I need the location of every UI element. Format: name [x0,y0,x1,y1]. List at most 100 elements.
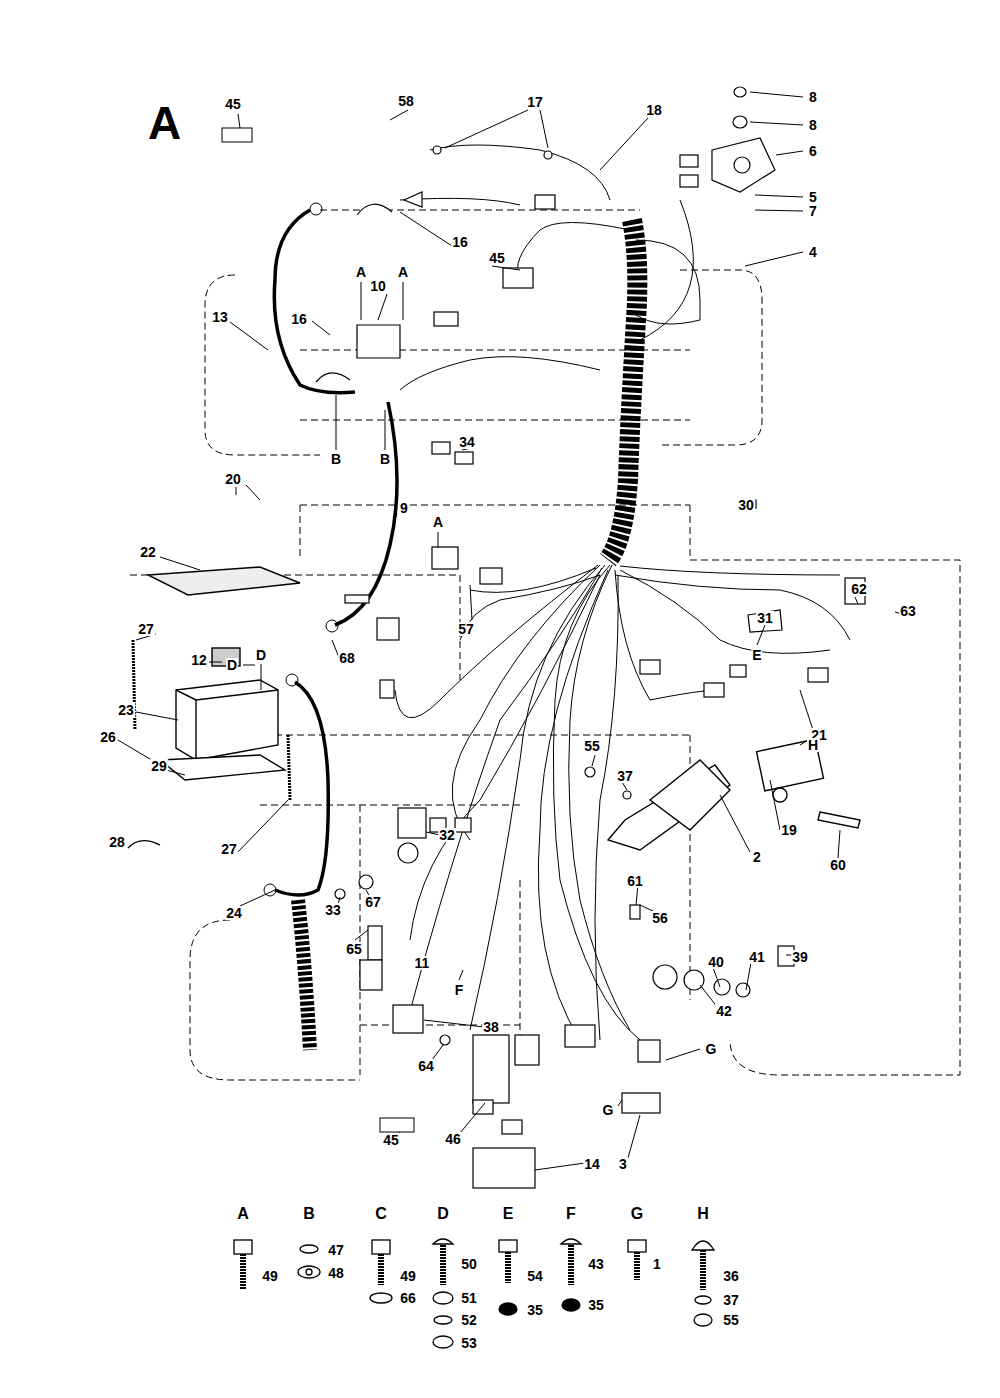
callout-number: 37 [722,1293,740,1307]
connector-plug [222,128,252,142]
callout-number: 57 [457,622,475,636]
reference-letter: E [502,1206,515,1222]
section-letter: A [148,100,181,146]
callout-number: 40 [707,955,725,969]
callout-number: 30 [737,498,755,512]
reference-letter: D [436,1206,450,1222]
components [316,87,865,1188]
callout-number: 6 [808,144,818,158]
callout-number: 19 [780,823,798,837]
harness-wires [395,145,850,1040]
reference-letter: F [454,983,465,997]
terminal-ring [310,203,322,215]
callout-number: 58 [397,94,415,108]
callout-number: 36 [722,1269,740,1283]
callout-number: 39 [791,950,809,964]
callout-number: 8 [808,90,818,104]
callout-number: 26 [99,730,117,744]
reference-letter: A [397,265,409,279]
terminal-ring [286,674,298,686]
reference-letter: B [379,452,391,466]
corrugated-tube [298,900,310,1050]
callout-number: 18 [645,103,663,117]
callout-number: 31 [756,611,774,625]
callout-number: 55 [583,739,601,753]
callout-number: 9 [399,501,409,515]
reference-letter: B [302,1206,316,1222]
attachment-markers [243,282,813,1106]
reference-letter: C [374,1206,388,1222]
callout-number: 45 [224,97,242,111]
callout-number: 52 [460,1313,478,1327]
callout-number: 38 [482,1020,500,1034]
callout-number: 11 [414,956,431,970]
callout-number: 27 [137,622,155,636]
callout-number: 17 [526,95,544,109]
callout-number: 24 [225,906,243,920]
callout-number: 65 [345,942,363,956]
reference-letter: A [236,1206,250,1222]
reference-letter: D [255,648,267,662]
callout-number: 10 [369,279,387,293]
reference-letter: A [355,265,367,279]
chassis-outline [130,210,960,1080]
fastener-legend [234,1239,714,1348]
callout-number: 16 [290,312,308,326]
linear-actuator [608,739,860,850]
callout-number: 2 [752,850,762,864]
connector-plug [380,1118,414,1132]
callout-number: 33 [324,903,342,917]
callout-number: 42 [715,1004,733,1018]
callout-number: 20 [224,472,242,486]
callout-number: 3 [618,1157,628,1171]
leader-lines [118,92,905,1170]
callout-number: 45 [488,251,506,265]
callout-number: 48 [327,1266,345,1280]
reference-letter: H [696,1206,710,1222]
callout-number: 49 [399,1269,417,1283]
callout-number: 8 [808,118,818,132]
callout-number: 22 [139,545,157,559]
callout-number: 54 [526,1269,544,1283]
callout-number: 34 [458,435,476,449]
callout-number: 29 [150,759,168,773]
callout-number: 45 [382,1133,400,1147]
reference-letter: A [432,515,444,529]
callout-number: 32 [438,828,456,842]
callout-number: 1 [652,1257,662,1271]
callout-number: 55 [722,1313,740,1327]
reference-letter: G [705,1042,718,1056]
callout-number: 28 [108,835,126,849]
callout-number: 50 [460,1257,478,1271]
callout-number: 4 [808,245,818,259]
callout-number: 16 [451,235,469,249]
reference-letter: G [630,1206,644,1222]
callout-number: 56 [651,911,669,925]
callout-number: 63 [899,604,917,618]
callout-number: 67 [364,895,382,909]
callout-number: 61 [626,874,644,888]
battery [128,567,300,848]
callout-number: 46 [444,1132,462,1146]
callout-number: 14 [583,1157,601,1171]
callout-number: 12 [190,653,208,667]
callout-number: 64 [417,1059,435,1073]
callout-number: 66 [399,1291,417,1305]
callout-number: 27 [220,842,238,856]
reference-letter: H [807,738,819,752]
corrugated-harness [608,220,637,560]
battery-cables [274,210,397,895]
callout-number: 62 [850,582,868,596]
callout-number: 13 [211,310,229,324]
reference-letter: E [751,648,762,662]
callout-number: 43 [587,1257,605,1271]
reference-letter: D [226,658,238,672]
callout-number: 37 [616,769,634,783]
callout-number: 49 [261,1269,279,1283]
reference-letter: B [330,452,342,466]
callout-number: 51 [460,1291,478,1305]
callout-number: 60 [829,858,847,872]
reference-letter: G [602,1103,615,1117]
callout-number: 5 [808,190,818,204]
